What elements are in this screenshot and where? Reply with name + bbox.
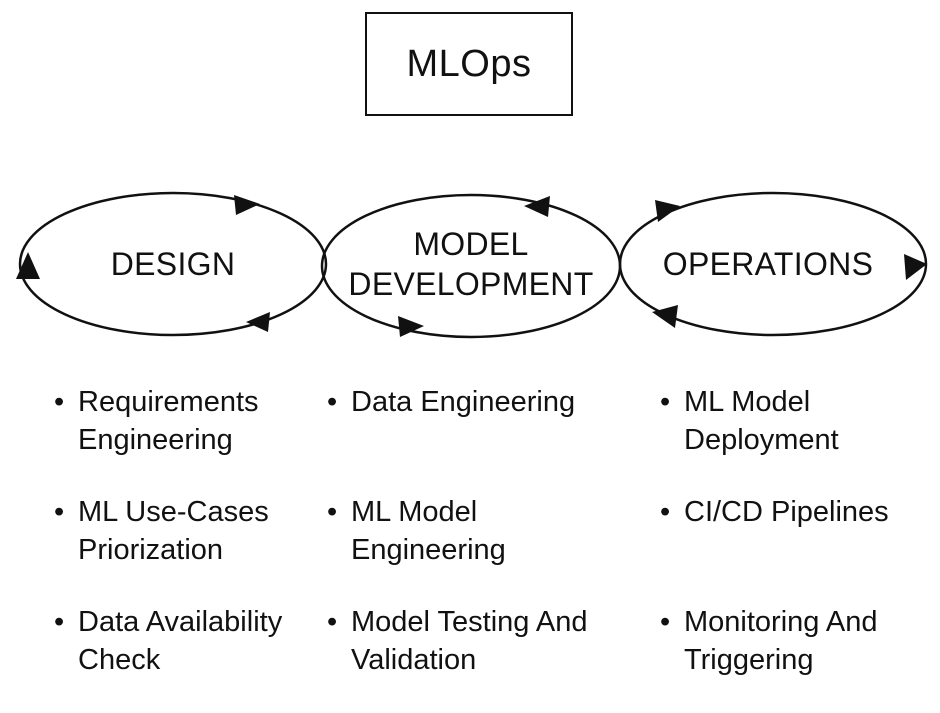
design-activities-list: Requirements Engineering ML Use-Cases Pr… (54, 383, 314, 713)
arrow-operations-right-icon (904, 254, 927, 280)
list-item: Requirements Engineering (54, 383, 314, 459)
operations-activities-list: ML Model Deployment CI/CD Pipelines Moni… (660, 383, 920, 713)
mlops-title: MLOps (406, 42, 532, 85)
arrow-design-left-icon (16, 252, 40, 279)
operations-phase-label: OPERATIONS (643, 244, 893, 284)
model-development-phase-line-1: MODEL (413, 226, 529, 262)
design-phase-line-1: DESIGN (110, 246, 236, 282)
list-item: ML Model Deployment (660, 383, 920, 459)
arrow-model-top-icon (524, 196, 550, 217)
mlops-title-box: MLOps (365, 12, 573, 116)
design-phase-label: DESIGN (63, 244, 283, 284)
model-development-phase-label: MODEL DEVELOPMENT (326, 224, 616, 304)
list-item: ML Model Engineering (327, 493, 602, 569)
cycle-diagram (16, 191, 928, 339)
model-development-phase-line-2: DEVELOPMENT (348, 266, 594, 302)
list-item: Data Engineering (327, 383, 602, 421)
arrow-model-bottom-icon (398, 316, 424, 337)
list-item: CI/CD Pipelines (660, 493, 920, 531)
list-item: ML Use-Cases Priorization (54, 493, 314, 569)
design-cycle-ellipse (18, 191, 328, 337)
arrow-operations-bottom-icon (652, 305, 678, 328)
operations-phase-line-1: OPERATIONS (662, 246, 874, 282)
arrow-operations-top-icon (655, 200, 680, 222)
list-item: Monitoring And Triggering (660, 603, 920, 679)
list-item: Model Testing And Validation (327, 603, 602, 679)
arrow-design-bottom-icon (246, 312, 270, 332)
model-development-activities-list: Data Engineering ML Model Engineering Mo… (327, 383, 602, 713)
list-item: Data Availability Check (54, 603, 314, 679)
arrow-design-top-icon (234, 195, 260, 215)
